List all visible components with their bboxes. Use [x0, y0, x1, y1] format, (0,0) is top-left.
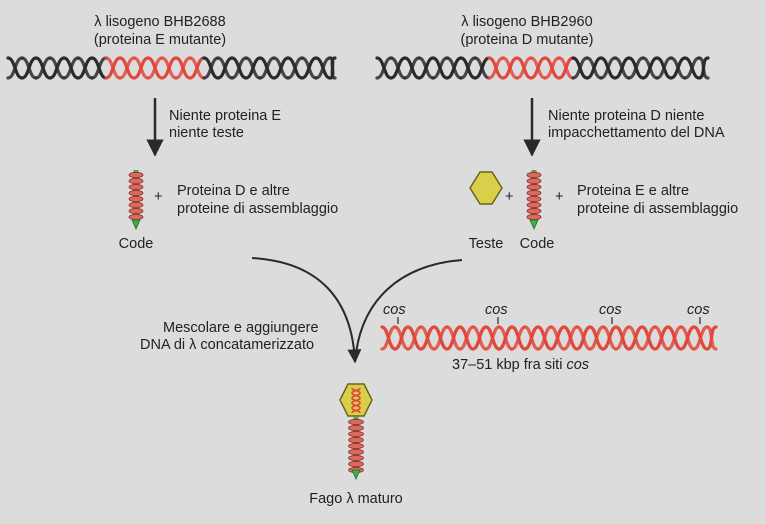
- product-right-label-2: proteine di assemblaggio: [577, 201, 739, 217]
- cos-spacing-site: cos: [566, 357, 590, 373]
- arrow-merge-right: [354, 259, 463, 363]
- arrow-right-label-1: Niente proteina D niente: [548, 108, 705, 124]
- dna-concatemer-helix: [380, 325, 718, 351]
- product-left-label-2: proteine di assemblaggio: [177, 201, 339, 217]
- cos-spacing-text: 37–51 kbp fra siti: [452, 357, 567, 373]
- tails-label-right: Code: [519, 236, 555, 252]
- tails-label-left: Code: [118, 236, 154, 252]
- lysogen-left-subtitle: (proteina E mutante): [93, 32, 227, 48]
- lysogen-right-subtitle: (proteina D mutante): [460, 32, 594, 48]
- tail-icon-right: [526, 170, 542, 230]
- mature-phage-label: Fago λ maturo: [309, 491, 403, 507]
- mature-phage-head-icon: [339, 383, 373, 417]
- arrow-right-label-2: impacchettamento del DNA: [548, 125, 725, 141]
- dna-helix-right: [375, 56, 710, 80]
- cos-site-label-3: cos: [599, 302, 622, 318]
- heads-label: Teste: [468, 236, 504, 252]
- arrow-left-label-1: Niente proteina E: [169, 108, 282, 124]
- arrow-merge-left: [251, 257, 362, 364]
- phage-tail-icon: [348, 417, 364, 480]
- cos-site-label-1: cos: [383, 302, 406, 318]
- cos-site-label-4: cos: [687, 302, 710, 318]
- plus-sign-right-1: +: [505, 189, 514, 205]
- lysogen-right-title: λ lisogeno BHB2960: [461, 14, 593, 30]
- plus-sign-right-2: +: [555, 189, 564, 205]
- cos-site-label-2: cos: [485, 302, 508, 318]
- product-left-label-1: Proteina D e altre: [177, 183, 290, 199]
- dna-helix-left: [6, 56, 337, 80]
- tail-icon-left: [128, 170, 144, 230]
- mix-label-2: DNA di λ concatamerizzato: [140, 337, 315, 353]
- head-icon: [469, 171, 503, 205]
- lysogen-left-title: λ lisogeno BHB2688: [94, 14, 226, 30]
- plus-sign-left: +: [154, 189, 163, 205]
- arrow-left-label-2: niente teste: [169, 125, 244, 141]
- cos-spacing-label: 37–51 kbp fra siti cos: [452, 357, 589, 374]
- product-right-label-1: Proteina E e altre: [577, 183, 690, 199]
- mix-label-1: Mescolare e aggiungere: [163, 320, 319, 336]
